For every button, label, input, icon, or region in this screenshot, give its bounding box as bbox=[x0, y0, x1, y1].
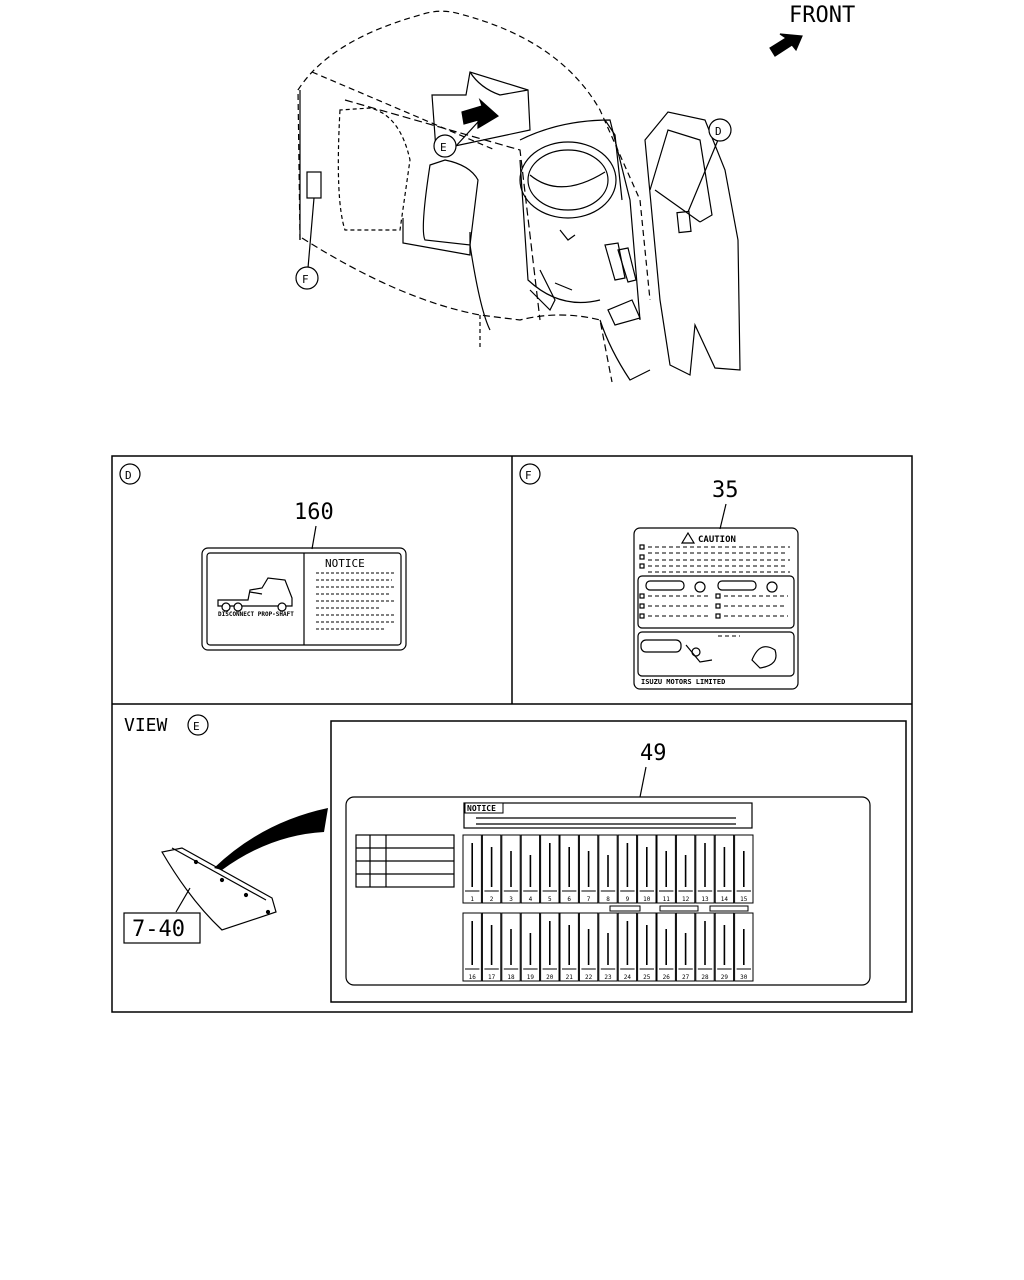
notice-label-160 bbox=[201, 547, 407, 651]
fuse-number: 14 bbox=[721, 896, 729, 903]
fuse-slot bbox=[714, 912, 735, 982]
fuse-slot bbox=[656, 834, 676, 904]
fuse-number: 25 bbox=[643, 974, 651, 981]
fuse-slot bbox=[520, 834, 541, 904]
ref-number-7-40: 7-40 bbox=[132, 917, 185, 942]
fuse-number: 16 bbox=[469, 974, 477, 981]
detail-panels-frame bbox=[111, 455, 913, 1013]
maker-name: ISUZU MOTORS LIMITED bbox=[641, 678, 725, 686]
fuse-slot bbox=[501, 912, 521, 982]
fuse-number: 3 bbox=[509, 896, 513, 903]
fuse-number: 12 bbox=[682, 896, 690, 903]
view-label: VIEW bbox=[124, 715, 168, 736]
fuse-number: 20 bbox=[546, 974, 554, 981]
part-number-35: 35 bbox=[712, 478, 739, 503]
fuse-number: 30 bbox=[740, 974, 748, 981]
fuse-number: 15 bbox=[740, 896, 748, 903]
notice-title-160: NOTICE bbox=[325, 557, 365, 570]
prop-shaft-caption: DISCONNECT PROP-SHAFT bbox=[218, 611, 294, 618]
fuse-slot bbox=[637, 912, 657, 982]
fuse-number: 6 bbox=[567, 896, 571, 903]
fuse-slot bbox=[734, 834, 754, 904]
fuse-label-49 bbox=[345, 796, 871, 986]
fuse-slot bbox=[695, 912, 715, 982]
callout-f-letter: F bbox=[302, 273, 309, 286]
spare-fuse bbox=[609, 905, 641, 912]
spare-fuse bbox=[709, 905, 749, 912]
front-direction-label: FRONT bbox=[789, 3, 855, 28]
panel-d-letter: D bbox=[125, 469, 132, 482]
notice-title-49: NOTICE bbox=[467, 804, 496, 813]
view-letter: E bbox=[193, 720, 200, 733]
callout-d: D bbox=[708, 118, 732, 142]
notice-160-text-lines bbox=[316, 572, 394, 630]
fuse-slot bbox=[520, 912, 541, 982]
fuse-slot bbox=[675, 912, 696, 982]
fuse-slot bbox=[501, 834, 521, 904]
panel-d: D 160 DISCONNECT PROP-SHAFT NOTICE bbox=[119, 463, 407, 651]
fuse-slot bbox=[481, 834, 502, 904]
fuse-number: 7 bbox=[587, 896, 591, 903]
fuse-number: 11 bbox=[663, 896, 671, 903]
fuse-slot bbox=[734, 912, 754, 982]
fuse-number: 10 bbox=[643, 896, 651, 903]
fuse-slot bbox=[559, 912, 579, 982]
fuse-box-cover bbox=[161, 847, 277, 931]
part-number-160: 160 bbox=[294, 500, 334, 525]
callout-d-letter: D bbox=[715, 125, 722, 138]
fuse-number: 9 bbox=[626, 896, 630, 903]
fuse-number: 13 bbox=[701, 896, 709, 903]
fuse-number: 17 bbox=[488, 974, 496, 981]
fuse-slot bbox=[617, 834, 638, 904]
fuse-number: 27 bbox=[682, 974, 690, 981]
fuse-slot bbox=[714, 834, 735, 904]
fuse-slot bbox=[540, 912, 560, 982]
fuse-number: 5 bbox=[548, 896, 552, 903]
fuse-slot bbox=[578, 912, 599, 982]
part-number-49: 49 bbox=[640, 741, 667, 766]
fuse-number: 2 bbox=[490, 896, 494, 903]
fuse-number: 24 bbox=[624, 974, 632, 981]
caution-title: CAUTION bbox=[698, 535, 736, 545]
fuse-slot bbox=[598, 834, 618, 904]
fuse-slot bbox=[675, 834, 696, 904]
fuse-number: 1 bbox=[470, 896, 474, 903]
fuse-slot bbox=[598, 912, 618, 982]
fuse-slot bbox=[481, 912, 502, 982]
fuse-slot bbox=[617, 912, 638, 982]
fuse-number: 22 bbox=[585, 974, 593, 981]
fuse-slot bbox=[540, 834, 560, 904]
caution-35-text-lines bbox=[648, 546, 790, 637]
fuse-slot bbox=[695, 834, 715, 904]
spare-fuse bbox=[659, 905, 699, 912]
caution-label-35 bbox=[633, 527, 799, 690]
fuse-number: 23 bbox=[604, 974, 612, 981]
fuse-number: 26 bbox=[663, 974, 671, 981]
fuse-slot bbox=[637, 834, 657, 904]
fuse-number: 19 bbox=[527, 974, 535, 981]
fuse-slot bbox=[656, 912, 676, 982]
fuse-slot bbox=[578, 834, 599, 904]
view-arrow bbox=[214, 808, 328, 870]
panel-f: F 35 CAUT bbox=[519, 463, 799, 690]
panel-e: VIEW E 7-40 49 bbox=[123, 714, 907, 1003]
fuse-slot bbox=[559, 834, 579, 904]
fuse-slot bbox=[462, 834, 482, 904]
fuse-number: 8 bbox=[606, 896, 610, 903]
fuse-number: 28 bbox=[701, 974, 709, 981]
fuse-number: 21 bbox=[566, 974, 574, 981]
callout-e-letter: E bbox=[440, 141, 447, 154]
callout-f: F bbox=[295, 266, 319, 290]
fuse-number: 29 bbox=[721, 974, 729, 981]
panel-f-letter: F bbox=[525, 469, 532, 482]
fuse-number: 4 bbox=[529, 896, 533, 903]
fuse-slot bbox=[462, 912, 482, 982]
cab-interior-illustration bbox=[297, 10, 803, 383]
callout-e: E bbox=[433, 134, 457, 158]
fuse-number: 18 bbox=[507, 974, 515, 981]
